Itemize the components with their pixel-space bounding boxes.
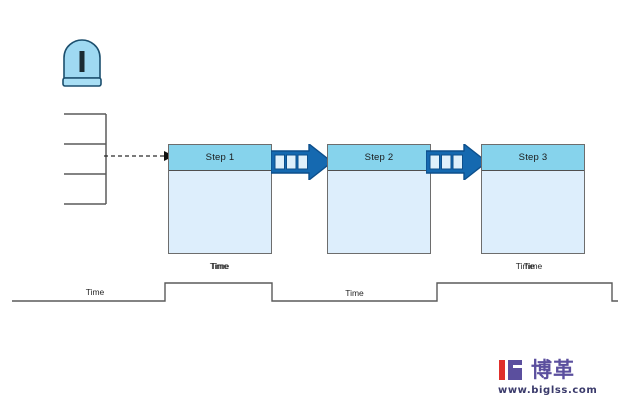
brand-name-cn: 博革 [531, 358, 575, 382]
watermark: 博革 www.biglss.com [498, 357, 616, 403]
step-label-step2: Step 2 [328, 145, 430, 171]
comb-backlog-icon [62, 113, 108, 205]
step-label-step3: Step 3 [482, 145, 584, 171]
brand-url: www.biglss.com [498, 385, 598, 396]
brand-logo-icon [498, 358, 526, 382]
timeline-label-4: Time [515, 261, 535, 271]
operator-icon [60, 38, 104, 90]
timeline-label-3: Time [345, 288, 364, 298]
push-arrow-step2-to-step3 [425, 143, 488, 181]
timeline-label-2: Time [209, 261, 229, 271]
time-caption-step1: Time [210, 261, 230, 271]
step-box-step3[interactable]: Step 3 [481, 144, 585, 254]
push-arrow-step1-to-step2 [270, 143, 333, 181]
timeline-label-1: Time [85, 287, 105, 297]
step-label-step1: Step 1 [169, 145, 271, 171]
dashed-feed-arrow [104, 148, 176, 164]
time-caption-step3: Time [523, 261, 543, 271]
watermark-brand-row: 博革 [498, 357, 616, 383]
step-box-step2[interactable]: Step 2 [327, 144, 431, 254]
timeline-waveform [0, 278, 621, 308]
step-body-step2 [328, 171, 430, 279]
step-box-step1[interactable]: Step 1 [168, 144, 272, 254]
